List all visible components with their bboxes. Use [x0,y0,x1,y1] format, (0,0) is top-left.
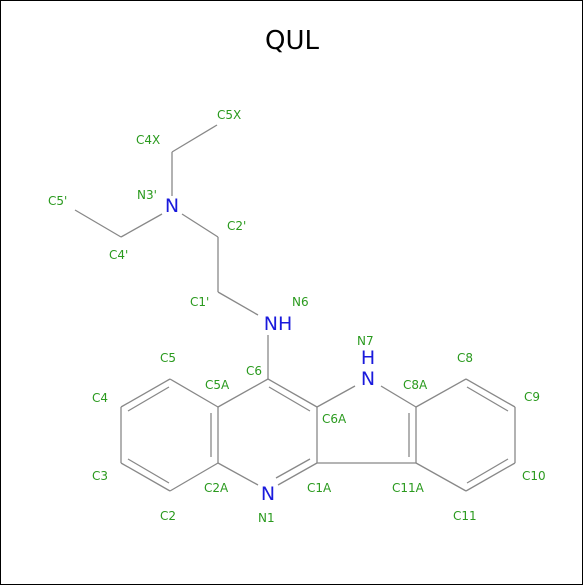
atom-n1: N [261,483,275,505]
bond-c5-c4-inner [127,386,170,412]
bond-c3-c2 [120,462,171,492]
heteroatom-symbols: N NH H N N [165,195,375,505]
bond-c5p-c4p [74,209,122,238]
bonds [74,124,516,492]
label-c4: C4 [92,391,108,405]
bond-c8-c9-inner [466,386,509,412]
bond-c1p-n6 [217,291,259,316]
label-c11: C11 [453,509,477,523]
label-c6: C6 [246,364,262,378]
label-c8: C8 [457,351,473,365]
bond-c5a-c6 [217,378,269,408]
label-n3p: N3' [137,188,157,202]
label-c11a: C11A [392,481,425,495]
molecule-title: QUL [265,26,319,56]
bond-c2-c2a [169,462,219,492]
label-c8a: C8A [403,378,428,392]
atom-n3: N [165,195,179,217]
label-c3: C3 [92,469,108,483]
atom-n7-hydrogen: H [361,347,375,369]
bond-c3-c2-inner [127,458,170,484]
label-c1p: C1' [190,295,209,309]
bond-c5x-c4x [171,124,218,153]
atom-n7: N [361,368,375,390]
atom-labels: C5X C4X N3' C5' C4' C2' C1' N6 N7 C5 C6 … [48,108,546,525]
bond-n7-c8a [380,385,417,408]
label-n1: N1 [258,511,275,525]
label-c4x: C4X [136,133,160,147]
label-c2: C2 [160,509,176,523]
bond-c6-c6a-inner [268,386,311,412]
bond-n1-c2a [217,462,259,486]
label-c10: C10 [522,469,546,483]
bond-c6-c6a [267,378,318,408]
label-c2a: C2A [204,481,229,495]
label-c6a: C6A [322,412,347,426]
bond-c6a-n7 [316,385,356,408]
bond-c8a-c8 [415,378,467,408]
atom-nh6: NH [264,313,293,335]
label-c4p: C4' [109,248,128,262]
bond-c1a-n1 [277,462,318,486]
bond-c5-c4 [120,378,171,408]
label-c1a: C1A [307,481,332,495]
label-c5x: C5X [217,108,241,122]
label-c5a: C5A [205,378,230,392]
label-n6: N6 [292,295,309,309]
label-c5p: C5' [48,194,67,208]
bond-c1a-n1-inner [275,458,311,479]
bond-c5-c5a [169,378,219,408]
label-n7: N7 [357,334,374,348]
bond-c10-c11-inner [466,458,509,484]
bond-c8-c9 [465,378,516,408]
bond-c4p-n3 [120,213,163,238]
bond-c11-c11a [415,462,467,492]
bond-n3-c2p [181,213,219,238]
bond-c10-c11 [465,462,516,492]
label-c9: C9 [524,390,540,404]
label-c2p: C2' [227,219,246,233]
label-c5: C5 [160,351,176,365]
